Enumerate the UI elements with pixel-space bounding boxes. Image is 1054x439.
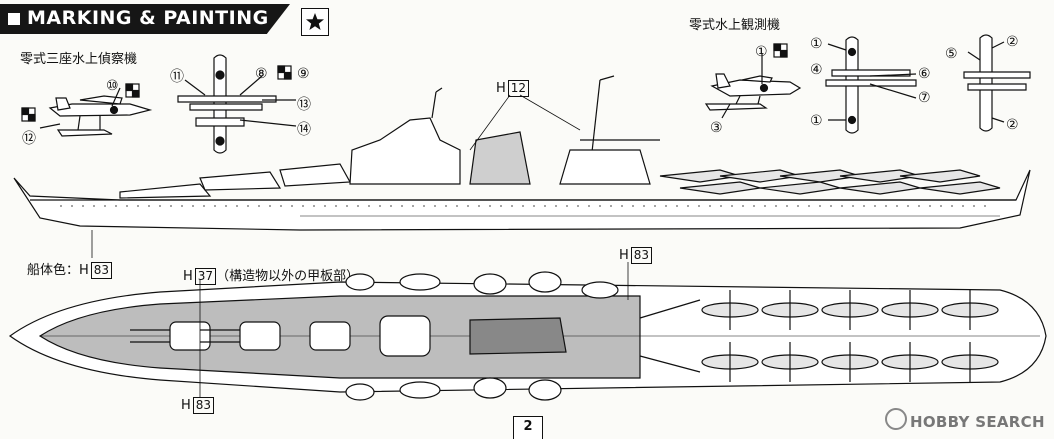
hull-color-code: 83 (90, 262, 113, 279)
recon-plane-side (21, 83, 153, 137)
star-emblem (301, 8, 329, 36)
callout-8: ⑧ (255, 66, 268, 82)
callout-r7: ⑦ (918, 90, 931, 106)
page-number: 2 (513, 416, 543, 439)
deck-top-code-box: 83 (630, 247, 653, 264)
callout-r2-top: ② (1006, 34, 1019, 50)
callout-10: ⑩ (106, 78, 119, 94)
callout-r2-bottom: ② (1006, 117, 1019, 133)
header-square-icon (8, 13, 20, 25)
observation-plane-side (704, 43, 802, 119)
callout-11: ⑪ (170, 69, 184, 85)
hull-color-text: 船体色：H (27, 263, 89, 278)
callout-14: ⑭ (297, 122, 311, 138)
section-header: MARKING & PAINTING (0, 4, 300, 34)
side-gear-prefix: H (496, 81, 506, 96)
watermark: HOBBY SEARCH (885, 408, 1045, 431)
recon-plane-top (177, 54, 297, 154)
callout-r4: ④ (810, 62, 823, 78)
observation-plane-front (963, 34, 1031, 132)
callout-9: ⑨ (297, 66, 310, 82)
callout-r5: ⑤ (945, 46, 958, 62)
recon-plane-title: 零式三座水上偵察機 (20, 52, 138, 67)
callout-r1: ① (755, 44, 768, 60)
callout-r1-top: ① (810, 36, 823, 52)
deck-bottom-prefix: H (181, 398, 191, 413)
deck-top-prefix: H (619, 248, 629, 263)
watermark-text: HOBBY SEARCH (910, 413, 1045, 431)
observation-plane-title: 零式水上観測機 (689, 18, 781, 33)
hobby-search-logo-icon (885, 408, 907, 430)
observation-plane-top (825, 36, 917, 134)
ship-deck-view (8, 262, 1047, 401)
deck-code-prefix: H (183, 269, 193, 284)
callout-12: ⑫ (22, 131, 36, 147)
callout-r3: ③ (710, 120, 723, 136)
deck-code-note: （構造物以外の甲板部） (216, 269, 360, 284)
side-gear-code-box: 12 (507, 80, 530, 97)
callout-r1-bottom: ① (810, 113, 823, 129)
section-title: MARKING & PAINTING (27, 7, 269, 29)
ship-side-profile (13, 75, 1031, 258)
callout-13: ⑬ (297, 97, 311, 113)
deck-code-box: 37 (194, 268, 217, 285)
deck-bottom-code-box: 83 (192, 397, 215, 414)
callout-r6: ⑥ (918, 66, 931, 82)
star-icon (306, 13, 324, 30)
header-bar (0, 4, 290, 34)
